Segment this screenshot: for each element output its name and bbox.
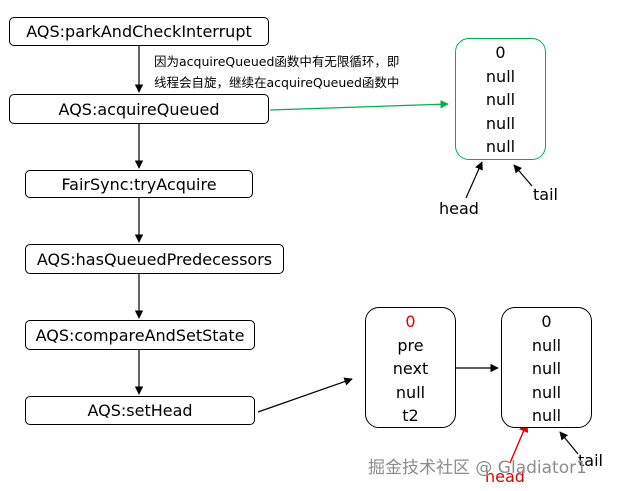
acquire-to-queue-arrow xyxy=(269,100,449,111)
queue-node-top-cell: null xyxy=(485,137,516,156)
new-head-node-cell: next xyxy=(392,359,429,378)
sethead-to-node-arrow xyxy=(257,377,353,413)
bottom-head-pointer-arrow xyxy=(509,422,529,464)
queue-node-top-cell: null xyxy=(485,113,516,133)
queue-node-top-cell: null xyxy=(485,66,516,86)
old-head-node-cell: 0 xyxy=(541,312,552,331)
step-acquire-queued: AQS:acquireQueued xyxy=(9,94,269,124)
step-park-and-check-interrupt: AQS:parkAndCheckInterrupt xyxy=(9,17,269,46)
new-head-node-cell-state: 0 xyxy=(405,312,416,331)
bottom-tail-label: tail xyxy=(578,451,603,470)
queue-node-top: 0 null null null null xyxy=(455,38,546,160)
top-tail-label: tail xyxy=(533,185,558,204)
queue-node-top-cell: null xyxy=(485,90,516,109)
step-compare-and-set-state: AQS:compareAndSetState xyxy=(25,320,255,350)
queue-node-top-cell: 0 xyxy=(495,43,506,62)
new-head-node: 0 pre next null t2 xyxy=(365,307,456,428)
watermark: 掘金技术社区 @ Gladiator1 xyxy=(368,458,587,478)
old-head-node-cell: null xyxy=(531,359,562,378)
old-head-node-cell: null xyxy=(531,406,562,425)
top-head-label: head xyxy=(439,199,479,218)
spin-note: 因为acquireQueued函数中有无限循环，即 线程会自旋，继续在acqui… xyxy=(154,51,399,93)
spin-note-line-2: 线程会自旋，继续在acquireQueued函数中 xyxy=(154,75,400,90)
new-head-node-cell: null xyxy=(395,382,426,402)
new-head-node-cell: pre xyxy=(397,335,424,355)
new-head-node-cell: t2 xyxy=(402,406,419,425)
top-tail-pointer-arrow xyxy=(513,164,533,187)
top-head-pointer-arrow xyxy=(465,161,483,199)
step-has-queued-predecessors: AQS:hasQueuedPredecessors xyxy=(25,244,284,274)
spin-note-line-1: 因为acquireQueued函数中有无限循环，即 xyxy=(154,54,400,69)
step-set-head: AQS:setHead xyxy=(25,396,255,425)
old-head-node-cell: null xyxy=(531,382,562,402)
old-head-node-cell: null xyxy=(531,335,562,355)
bottom-head-label: head xyxy=(485,467,525,486)
bottom-tail-pointer-arrow xyxy=(559,431,579,455)
step-try-acquire: FairSync:tryAcquire xyxy=(25,170,253,198)
old-head-node: 0 null null null null xyxy=(501,307,592,428)
